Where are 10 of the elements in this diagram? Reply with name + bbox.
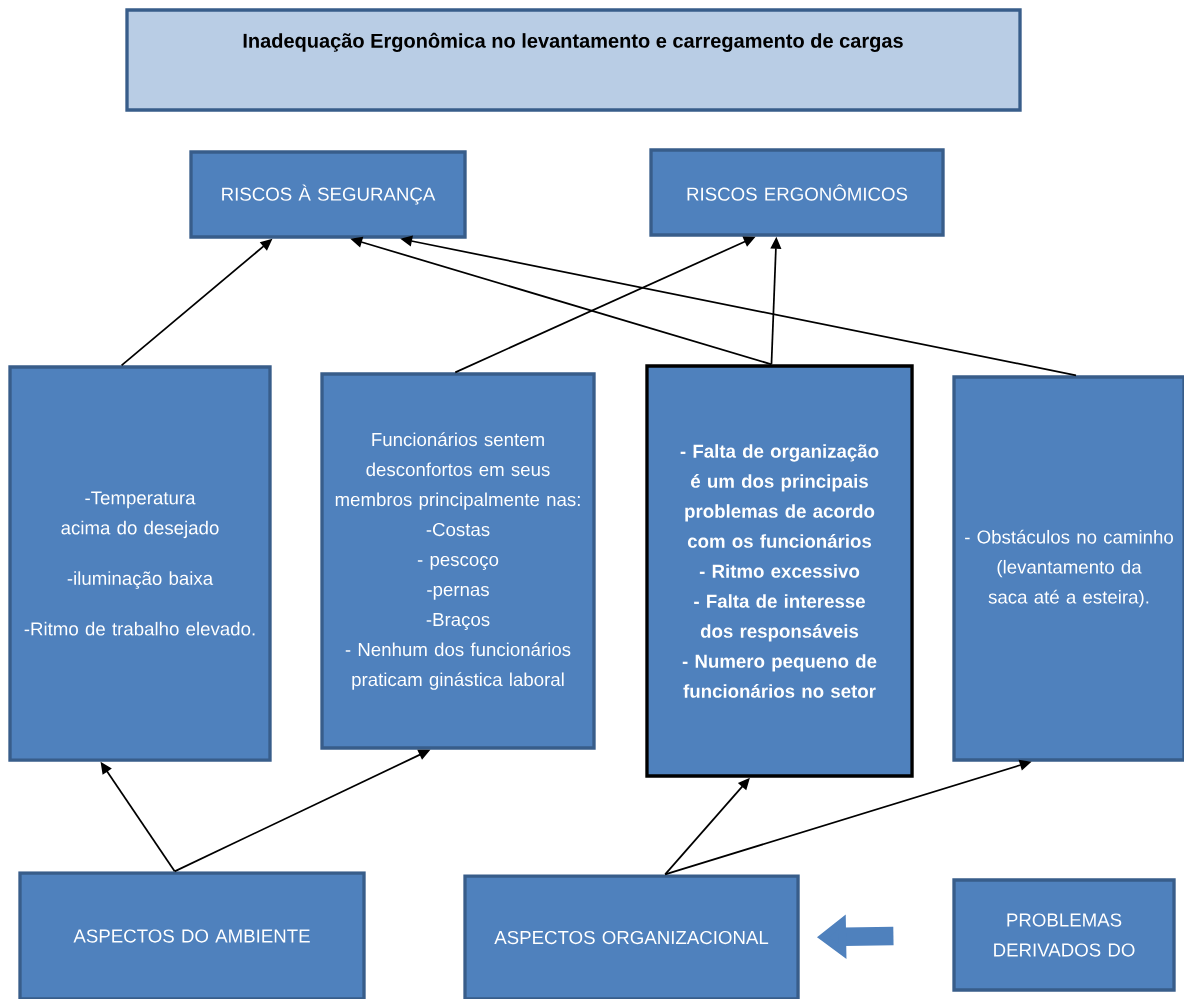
- title-box: Inadequação Ergonômica no levantamento e carregamento de cargas: [125, 8, 1022, 112]
- text-box: -Temperatura acima do desejado -iluminação baixa -Ritmo de trabalho elevado.: [8, 365, 272, 762]
- category-box: PROBLEMAS DERIVADOS DO: [952, 878, 1176, 992]
- category-box: RISCOS À SEGURANÇA: [189, 150, 467, 239]
- category-box: RISCOS ERGONÔMICOS: [649, 148, 945, 237]
- text-box: Funcionários sentem desconfortos em seus membros principalmente nas: -Costas - pescoço -pernas -Braços - Nenhum dos funcionários praticam ginástica laboral: [320, 372, 596, 750]
- category-box: ASPECTOS DO AMBIENTE: [18, 871, 366, 999]
- text-box: - Falta de organização é um dos principais problemas de acordo com os funcionários - Ritmo excessivo - Falta de interesse dos responsáveis - Numero pequeno de funcionários no setor: [645, 364, 914, 778]
- category-box: ASPECTOS ORGANIZACIONAL: [463, 874, 800, 999]
- text-box: - Obstáculos no caminho (levantamento da saca até a esteira).: [952, 375, 1184, 762]
